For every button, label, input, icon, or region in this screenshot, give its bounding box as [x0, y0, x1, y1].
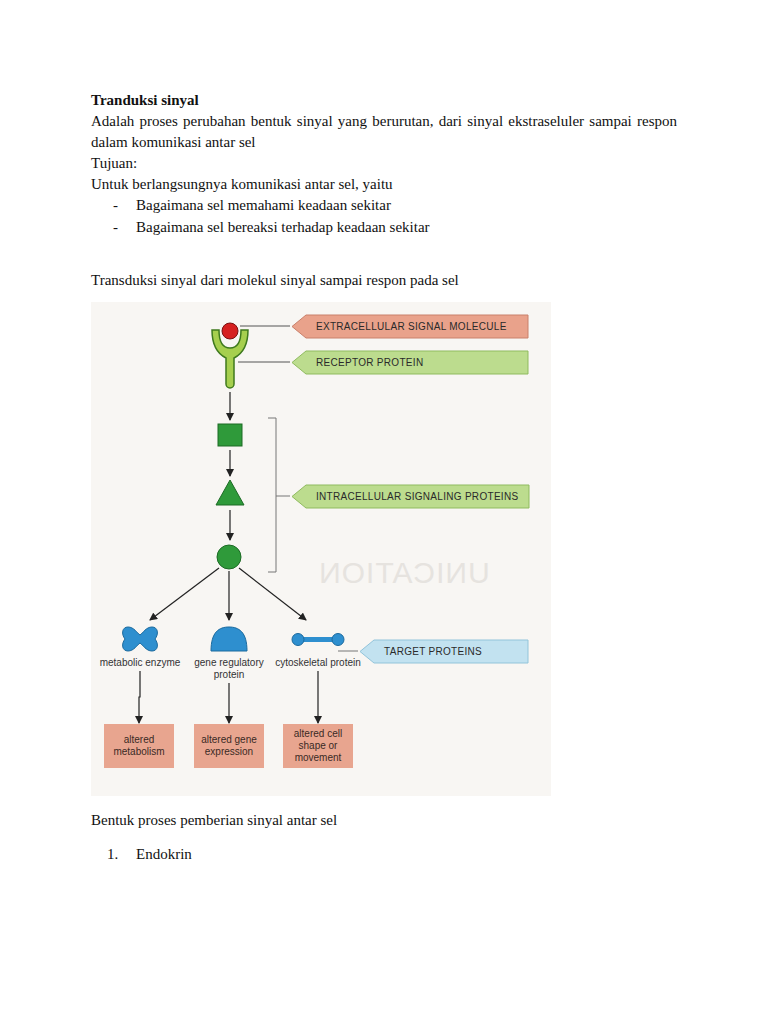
- branch-arrow: [150, 568, 219, 620]
- figure-intro: Transduksi sinyal dari molekul sinyal sa…: [91, 270, 459, 291]
- bullet-dash: -: [113, 217, 118, 238]
- band-label: TARGET PROTEINS: [384, 646, 482, 657]
- band-shape: [292, 351, 528, 374]
- label-band: INTRACELLULAR SIGNALING PROTEINS: [292, 485, 528, 508]
- band-shape: [360, 640, 528, 663]
- band-label: INTRACELLULAR SIGNALING PROTEINS: [316, 491, 518, 502]
- signaling-triangle: [216, 480, 244, 505]
- bar-end: [332, 634, 344, 646]
- receptor-symbol: [212, 323, 248, 388]
- band-label: EXTRACELLULAR SIGNAL MOLECULE: [316, 321, 507, 332]
- response-label: altered cell shape or movement: [287, 728, 349, 764]
- leader-line: [338, 651, 358, 652]
- branch-arrow: [228, 571, 229, 620]
- band-shape: [292, 315, 528, 338]
- watermark: UNICATION: [318, 556, 490, 590]
- enzyme-shape: [110, 624, 170, 654]
- enzyme-outline: [123, 627, 158, 651]
- connector-arrow: [228, 683, 229, 723]
- response-box: altered cell shape or movement: [283, 724, 353, 768]
- response-label: altered metabolism: [108, 734, 170, 758]
- bullet-text: Bagaimana sel bereaksi terhadap keadaan …: [136, 217, 430, 238]
- protein-label: cytoskeletal protein: [275, 657, 361, 669]
- bar-end: [292, 634, 304, 646]
- list-number: 1.: [107, 844, 118, 865]
- cascade-arrow: [229, 450, 230, 476]
- signaling-square: [218, 424, 242, 446]
- label-band: EXTRACELLULAR SIGNAL MOLECULE: [292, 315, 528, 338]
- cytoskeletal-shape: [288, 624, 348, 654]
- protein-label: metabolic enzyme: [97, 657, 183, 669]
- body-paragraph: Adalah proses perubahan bentuk sinyal ya…: [91, 111, 677, 153]
- target-protein: cytoskeletal protein: [275, 624, 361, 669]
- body-text: Tujuan:: [91, 153, 137, 174]
- leader-line: [240, 326, 290, 327]
- protein-label: gene regulatory protein: [186, 657, 272, 681]
- band-shape: [292, 485, 529, 508]
- band-label: RECEPTOR PROTEIN: [316, 357, 423, 368]
- dome-outline: [211, 627, 247, 651]
- bar-shaft: [300, 637, 336, 642]
- branch-arrow: [239, 568, 306, 620]
- response-box: altered metabolism: [104, 724, 174, 768]
- regulatory-protein-shape: [199, 624, 259, 654]
- target-protein: gene regulatory protein: [186, 624, 272, 681]
- leader-line: [276, 496, 290, 497]
- bullet-dash: -: [113, 195, 118, 216]
- bracket: [268, 418, 276, 572]
- list-text: Endokrin: [136, 844, 192, 865]
- section-text: Bentuk proses pemberian sinyal antar sel: [91, 810, 337, 831]
- page-heading: Tranduksi sinyal: [91, 90, 199, 111]
- bullet-text: Bagaimana sel memahami keadaan sekitar: [136, 195, 391, 216]
- figure-background: [91, 302, 551, 796]
- connector-arrow: [139, 671, 140, 723]
- signaling-circle: [217, 545, 241, 569]
- cascade-arrow: [229, 510, 230, 540]
- cascade-arrow: [229, 392, 230, 420]
- label-band: TARGET PROTEINS: [360, 640, 528, 663]
- body-text: Untuk berlangsungnya komunikasi antar se…: [91, 174, 393, 195]
- connector-arrow: [317, 671, 318, 723]
- label-band: RECEPTOR PROTEIN: [292, 351, 528, 374]
- leader-line: [238, 362, 290, 363]
- target-protein: metabolic enzyme: [97, 624, 183, 669]
- response-box: altered gene expression: [194, 724, 264, 768]
- dumbbell: [292, 634, 344, 646]
- response-label: altered gene expression: [198, 734, 260, 758]
